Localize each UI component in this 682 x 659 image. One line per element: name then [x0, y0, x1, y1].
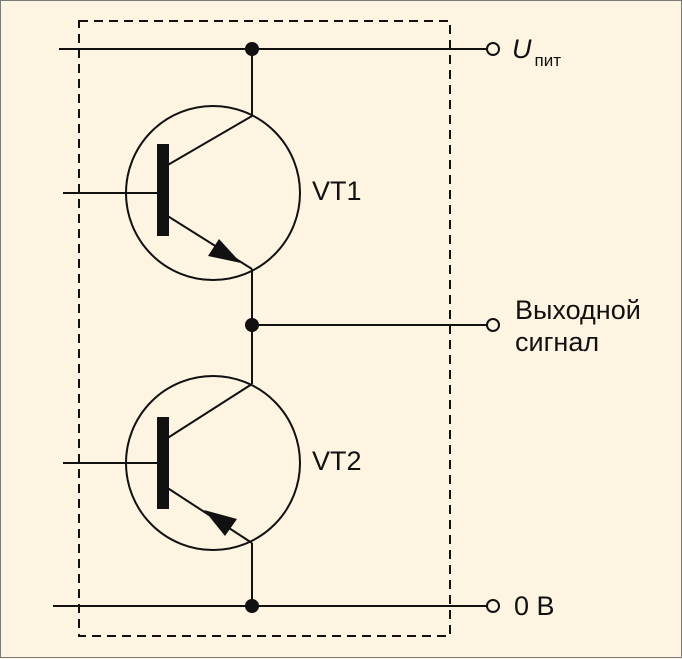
supply-label-main: U [512, 34, 532, 64]
vt2-emitter-arrow [204, 510, 237, 536]
vt2-base-bar [157, 417, 169, 509]
ground-terminal [486, 599, 500, 613]
output-label-line2: сигнал [515, 327, 599, 357]
vt1-label: VT1 [312, 176, 362, 206]
vt2-label: VT2 [312, 446, 362, 476]
vt2-collector [165, 383, 253, 440]
vt1-emitter-arrow [208, 239, 241, 263]
vt1-collector [165, 115, 253, 167]
ground-label: 0 В [514, 591, 555, 621]
supply-terminal [486, 42, 500, 56]
vt1-emitter [165, 214, 253, 270]
output-label-line1: Выходной [515, 295, 641, 325]
module-boundary [78, 20, 451, 637]
ground-node [245, 599, 259, 613]
vt1-base-bar [157, 144, 169, 236]
transistor-vt1 [63, 105, 301, 281]
transistor-vt2 [63, 375, 301, 551]
supply-label-sub: пит [535, 51, 562, 70]
output-terminal [486, 318, 500, 332]
